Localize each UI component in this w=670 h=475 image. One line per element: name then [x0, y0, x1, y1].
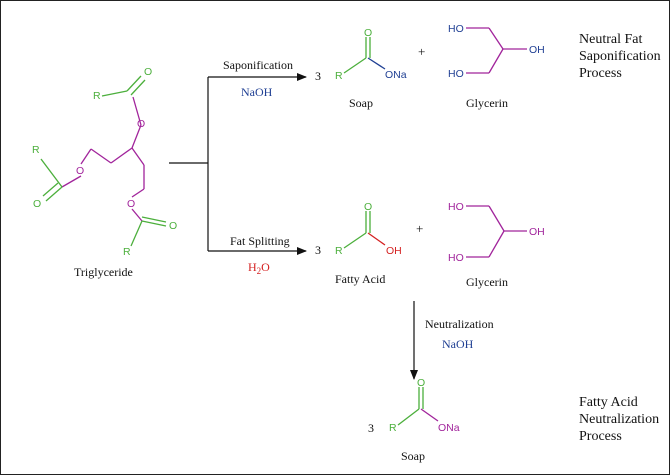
branch-connector — [169, 77, 209, 251]
glycerin-molecule-top: HO OH HO Glycerin — [448, 23, 545, 110]
soap-top-r: R — [335, 70, 343, 82]
plus-sign-top: + — [418, 44, 425, 59]
process-title-2-line-1: Fatty Acid — [579, 395, 638, 410]
glycerin-bottom-ho-2: HO — [448, 252, 464, 264]
soap-top-bonds — [343, 37, 371, 74]
glycerin-top-oh: OH — [529, 44, 545, 56]
fatty-acid-oh: OH — [386, 245, 402, 257]
fatty-acid-coefficient: 3 — [315, 243, 321, 257]
soap-top-o-bond — [367, 57, 386, 70]
soap-bottom-r: R — [389, 422, 397, 434]
triglyceride-r-label-3: R — [123, 246, 131, 258]
glycerin-top-ho-2: HO — [448, 68, 464, 80]
h2o-h: H — [248, 260, 257, 274]
saponification-label: Saponification — [223, 58, 293, 72]
glycerin-molecule-bottom: HO OH HO Glycerin — [448, 201, 545, 289]
plus-sign-bottom: + — [416, 221, 423, 236]
glycerin-top-bonds — [466, 27, 527, 74]
process-title-2-line-3: Process — [579, 429, 622, 444]
triglyceride-r-label-2: R — [32, 144, 40, 156]
soap-bottom-bonds — [397, 387, 424, 426]
glycerin-top-ho-1: HO — [448, 23, 464, 35]
soap-top-ona: ONa — [385, 69, 407, 81]
glycerin-bottom-bonds — [466, 205, 527, 258]
soap-bottom-ona: ONa — [438, 422, 460, 434]
neutralization-reagent: NaOH — [442, 337, 474, 351]
soap-top-carbonyl-o: O — [364, 27, 372, 39]
fatty-acid-process-title: Fatty Acid Neutralization Process — [579, 395, 659, 444]
triglyceride-r-label-1: R — [93, 90, 101, 102]
fatty-acid-carbonyl-o: O — [364, 201, 372, 213]
glycerin-top-name: Glycerin — [466, 96, 508, 110]
triglyceride-carbonyl-o-1: O — [144, 66, 152, 78]
triglyceride-ester-o-3: O — [127, 198, 135, 210]
glycerin-bottom-name: Glycerin — [466, 275, 508, 289]
soap-top-name: Soap — [349, 96, 373, 110]
triglyceride-ester-o-2: O — [76, 165, 84, 177]
fatty-acid-name: Fatty Acid — [335, 272, 385, 286]
glycerin-bottom-ho-1: HO — [448, 201, 464, 213]
soap-bottom-carbonyl-o: O — [417, 377, 425, 389]
fatty-acid-r: R — [335, 245, 343, 257]
soap-bottom-name: Soap — [401, 449, 425, 463]
triglyceride-ester-o-1: O — [137, 118, 145, 130]
triglyceride-carbonyl-o-2: O — [33, 198, 41, 210]
saponification-reagent: NaOH — [241, 85, 273, 99]
fatty-acid-bonds — [343, 211, 371, 249]
triglyceride-molecule: R R R O O O O O O Triglyceride — [32, 66, 177, 279]
fat-splitting-label: Fat Splitting — [230, 234, 290, 248]
h2o-o: O — [261, 260, 270, 274]
triglyceride-acyl-groups — [40, 75, 167, 247]
process-title-1-line-1: Neutral Fat — [579, 32, 642, 47]
fatty-acid-oh-bond — [367, 232, 386, 246]
triglyceride-name: Triglyceride — [74, 265, 133, 279]
soap-bottom-o-bond — [420, 408, 439, 422]
soap-coefficient-bottom: 3 — [368, 421, 374, 435]
h2o-subscript: 2 — [257, 266, 262, 276]
triglyceride-backbone — [61, 96, 145, 222]
triglyceride-carbonyl-o-3: O — [169, 220, 177, 232]
process-title-2-line-2: Neutralization — [579, 412, 659, 427]
process-title-1-line-2: Saponification — [579, 49, 661, 64]
soap-molecule-top: 3 R O ONa Soap — [315, 27, 407, 110]
process-title-1-line-3: Process — [579, 66, 622, 81]
neutral-fat-process-title: Neutral Fat Saponification Process — [579, 32, 661, 81]
glycerin-bottom-oh: OH — [529, 226, 545, 238]
soap-molecule-bottom: 3 R O ONa Soap — [368, 377, 460, 463]
soap-coefficient-top: 3 — [315, 69, 321, 83]
fat-splitting-reagent: H2O — [248, 260, 270, 276]
neutralization-label: Neutralization — [425, 317, 494, 331]
fatty-acid-molecule: 3 R O OH Fatty Acid — [315, 201, 402, 286]
